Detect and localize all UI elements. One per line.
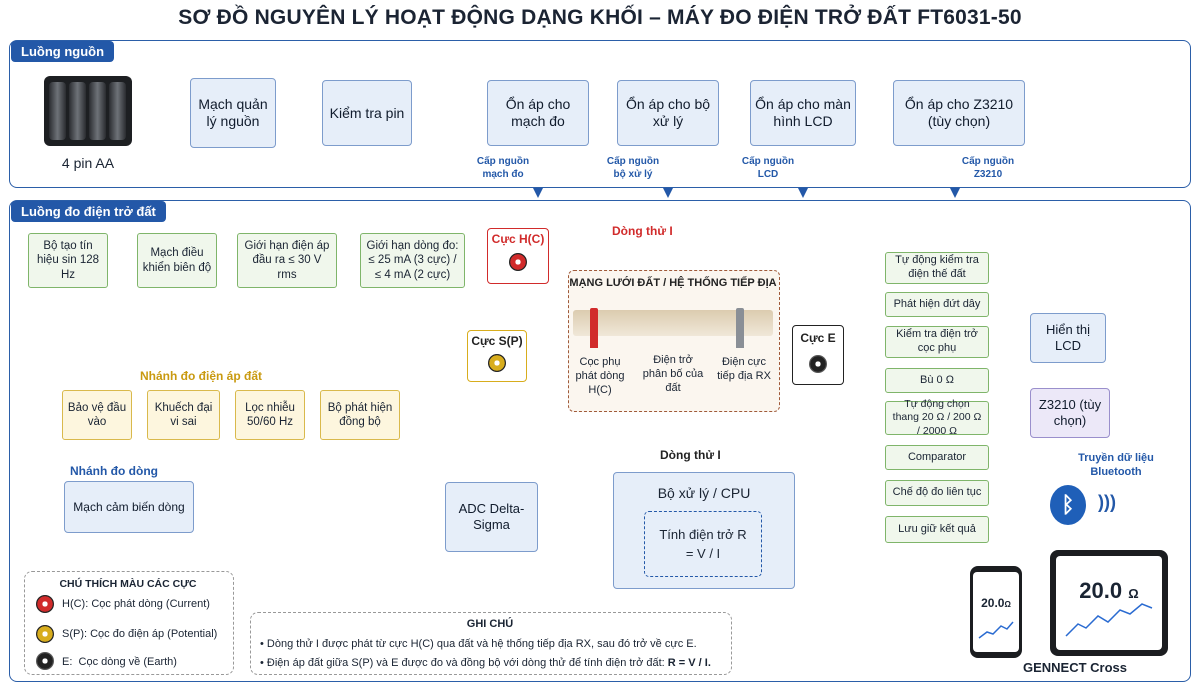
phone-value: 20.0Ω <box>981 596 1011 610</box>
amplitude-control-box: Mạch điều khiển biên độ <box>137 233 217 288</box>
z3210-box: Z3210 (tùy chọn) <box>1030 388 1110 438</box>
tablet-icon: 20.0 Ω <box>1050 550 1168 656</box>
yellow-jack-icon <box>488 354 506 372</box>
function-zero-adjust: Bù 0 Ω <box>885 368 989 393</box>
regulator-measure-box: Ổn áp cho mạch đo <box>487 80 589 146</box>
supply-label-cpu: Cấp nguồn bộ xử lý <box>606 156 660 180</box>
regulator-lcd-box: Ổn áp cho màn hình LCD <box>750 80 856 146</box>
cpu-label: Bộ xử lý / CPU <box>657 485 751 501</box>
function-earth-voltage-check: Tự động kiểm tra điện thế đất <box>885 252 989 284</box>
supply-label-measure: Cấp nguồn mạch đo <box>476 156 530 180</box>
earth-label-soil: Điện trở phân bố của đất <box>642 354 704 394</box>
legend-title: CHÚ THÍCH MÀU CÁC CỰC <box>59 578 197 590</box>
supply-label-lcd: Cấp nguồn LCD <box>741 156 795 180</box>
cpu-box: Bộ xử lý / CPU Tính điện trở R = V / I <box>613 472 795 589</box>
supply-label-z3210: Cấp nguồn Z3210 <box>961 156 1015 180</box>
function-aux-rod-check: Kiểm tra điện trở cọc phụ <box>885 326 989 358</box>
legend-black-jack-icon <box>36 652 54 670</box>
function-auto-range: Tự động chọn thang 20 Ω / 200 Ω / 2000 Ω <box>885 398 989 437</box>
current-branch-title: Nhánh đo dòng <box>70 464 158 478</box>
wireless-signal-icon: ))) <box>1098 492 1116 512</box>
calc-label: Tính điện trở R = V / I <box>659 526 747 562</box>
battery-label: 4 pin AA <box>61 155 115 171</box>
app-name: GENNECT Cross <box>1022 660 1128 675</box>
aux-rod-icon <box>590 308 598 348</box>
function-continuous-mode: Chế độ đo liên tục <box>885 480 989 506</box>
bluetooth-transfer-label: Truyền dữ liệu Bluetooth <box>1078 452 1154 478</box>
earth-label-aux-rod: Cọc phụ phát dòng H(C) <box>575 356 625 396</box>
voltage-branch-title: Nhánh đo điện áp đất <box>140 369 262 383</box>
calc-box: Tính điện trở R = V / I <box>644 511 762 577</box>
sync-detector-box: Bộ phát hiện đồng bộ <box>320 390 400 440</box>
notes-line-2: • Điện áp đất giữa S(P) và E được đo và … <box>260 657 711 669</box>
legend-red-jack-icon <box>36 595 54 613</box>
test-current-label-bottom: Dòng thử I <box>660 448 721 462</box>
terminal-h-label: Cực H(C) <box>491 232 545 246</box>
earth-electrode-icon <box>736 308 744 348</box>
terminal-s-box: Cực S(P) <box>467 330 527 382</box>
notes-line-1: • Dòng thử I được phát từ cực H(C) qua đ… <box>260 638 697 650</box>
page-title: SƠ ĐỒ NGUYÊN LÝ HOẠT ĐỘNG DẠNG KHỐI – MÁ… <box>178 6 1022 29</box>
power-management-box: Mạch quản lý nguồn <box>190 78 276 148</box>
battery-check-box: Kiểm tra pin <box>322 80 412 146</box>
tablet-chart-icon <box>1065 603 1153 637</box>
earth-label-electrode: Điện cực tiếp địa RX <box>717 356 771 382</box>
input-protection-box: Bảo vệ đầu vào <box>62 390 132 440</box>
voltage-limit-box: Giới hạn điện áp đầu ra ≤ 30 V rms <box>237 233 337 288</box>
legend-item-e: E: Cọc dòng về (Earth) <box>62 656 177 668</box>
terminal-h-box: Cực H(C) <box>487 228 549 284</box>
regulator-z3210-box: Ổn áp cho Z3210 (tùy chọn) <box>893 80 1025 146</box>
earth-grid-title: MẠNG LƯỚI ĐẤT / HỆ THỐNG TIẾP ĐỊA <box>569 277 777 289</box>
legend-item-h: H(C): Cọc phát dòng (Current) <box>62 598 210 610</box>
sine-generator-box: Bộ tạo tín hiệu sin 128 Hz <box>28 233 108 288</box>
function-open-wire-detect: Phát hiện đứt dây <box>885 292 989 317</box>
bluetooth-icon: ᛒ <box>1050 485 1086 525</box>
function-result-hold: Lưu giữ kết quả <box>885 516 989 543</box>
measure-section-tab: Luồng đo điện trở đất <box>11 201 166 222</box>
terminal-s-label: Cực S(P) <box>471 334 523 348</box>
lcd-display-box: Hiển thị LCD <box>1030 313 1106 363</box>
tablet-value: 20.0 Ω <box>1079 578 1139 603</box>
phone-icon: 20.0Ω <box>970 566 1022 658</box>
test-current-label-top: Dòng thử I <box>612 224 673 238</box>
phone-chart-icon <box>978 621 1014 639</box>
legend-item-s: S(P): Cọc đo điện áp (Potential) <box>62 628 218 640</box>
current-limit-box: Giới hạn dòng đo: ≤ 25 mA (3 cực) / ≤ 4 … <box>360 233 465 288</box>
function-comparator: Comparator <box>885 445 989 470</box>
terminal-e-box: Cực E <box>792 325 844 385</box>
power-section-tab: Luồng nguồn <box>11 41 115 62</box>
current-sense-box: Mạch cảm biến dòng <box>64 481 194 533</box>
terminal-e-label: Cực E <box>800 331 836 345</box>
legend-box <box>24 571 234 675</box>
noise-filter-box: Lọc nhiễu 50/60 Hz <box>235 390 305 440</box>
legend-yellow-jack-icon <box>36 625 54 643</box>
notes-title: GHI CHÚ <box>466 618 514 630</box>
adc-box: ADC Delta-Sigma <box>445 482 538 552</box>
battery-pack-icon <box>44 76 132 146</box>
black-jack-icon <box>809 355 827 373</box>
notes-box <box>250 612 732 675</box>
earth-grid-area <box>568 270 780 412</box>
red-jack-icon <box>509 253 527 271</box>
diff-amp-box: Khuếch đại vi sai <box>147 390 220 440</box>
regulator-cpu-box: Ổn áp cho bộ xử lý <box>617 80 719 146</box>
